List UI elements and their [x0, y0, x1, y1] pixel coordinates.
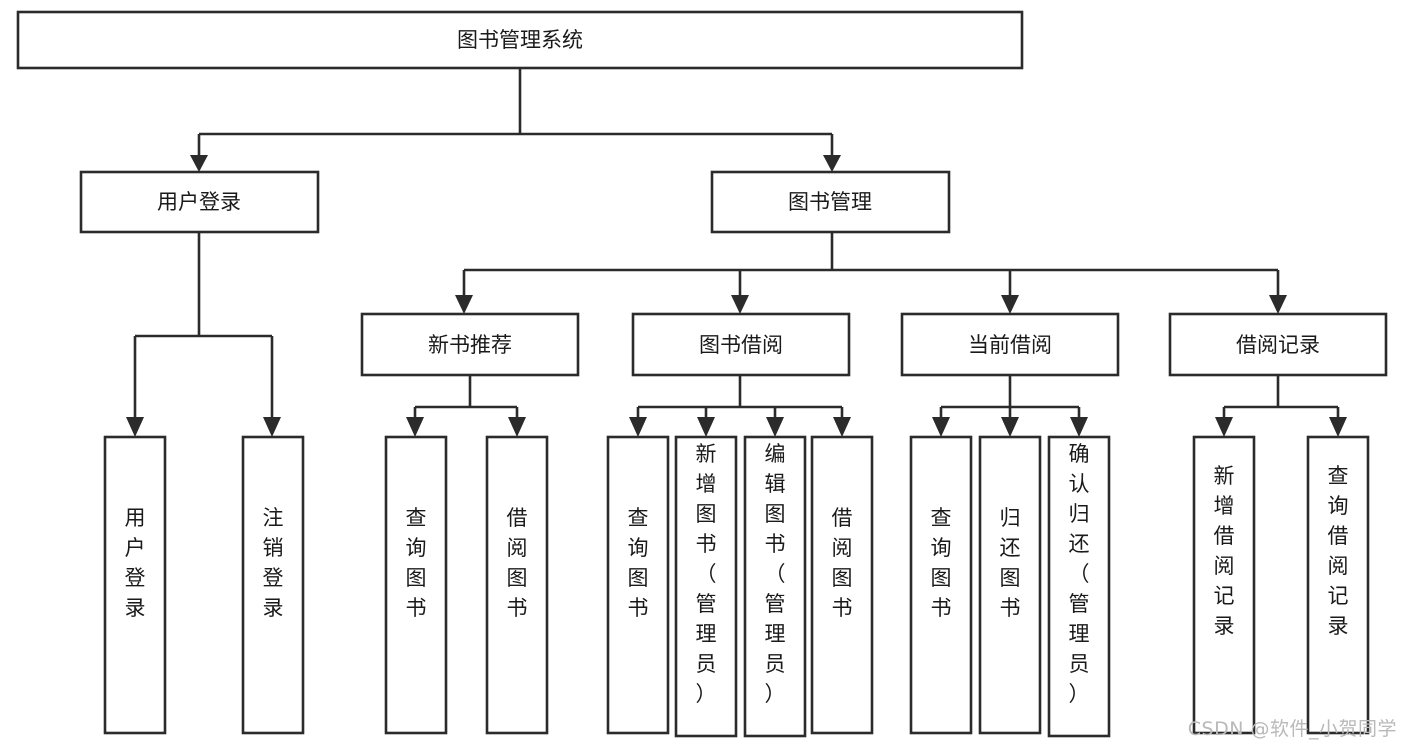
arrow-l1 [126, 417, 144, 437]
node-leaf-newbook-borrow[interactable]: 借阅图书 [485, 435, 549, 735]
arrow-borrow [731, 295, 749, 314]
node-leaf-borrow-query-label: 查询图书 [628, 506, 649, 620]
leaf-layer: 用户登录 注销登录 查询图书 借阅图书 查询图书 新增图书（管理员） [103, 435, 1370, 738]
node-leaf-record-add-box[interactable] [1192, 435, 1256, 735]
node-leaf-current-confirm[interactable]: 确认归还（管理员） [1047, 435, 1111, 738]
node-borrow-label: 图书借阅 [699, 333, 783, 357]
node-records[interactable]: 借阅记录 [1168, 312, 1388, 377]
node-login-label: 用户登录 [157, 190, 241, 214]
node-root-box[interactable] [16, 10, 1024, 70]
node-leaf-borrow-take-label: 借阅图书 [832, 506, 853, 620]
arrow-bookmgmt [823, 155, 841, 172]
node-leaf-newbook-borrow-box[interactable] [485, 435, 549, 735]
node-borrow[interactable]: 图书借阅 [631, 312, 851, 377]
arrow-r1 [1215, 417, 1233, 437]
node-login-box[interactable] [79, 170, 320, 234]
node-leaf-current-query-box[interactable] [909, 435, 973, 735]
node-leaf-record-add[interactable]: 新增借阅记录 [1192, 435, 1256, 735]
node-newbook-label: 新书推荐 [428, 333, 512, 357]
node-leaf-current-confirm-box[interactable] [1047, 435, 1111, 738]
node-leaf-logout-box[interactable] [241, 435, 305, 735]
node-leaf-current-return-label: 归还图书 [1000, 506, 1021, 620]
edge-root-to-level2 [190, 68, 841, 172]
node-leaf-borrow-take-box[interactable] [810, 435, 874, 735]
node-leaf-borrow-add-box[interactable] [674, 435, 738, 738]
node-borrow-box[interactable] [631, 312, 851, 377]
edge-bookmgmt-to-level3 [455, 232, 1287, 314]
node-login[interactable]: 用户登录 [79, 170, 320, 234]
edge-layer [126, 68, 1347, 437]
arrow-n1 [406, 417, 424, 437]
arrow-c3 [1070, 417, 1088, 437]
arrow-r2 [1329, 417, 1347, 437]
node-leaf-record-query-box[interactable] [1306, 435, 1370, 735]
node-leaf-borrow-add-label: 新增图书（管理员） [696, 442, 717, 706]
node-leaf-borrow-edit[interactable]: 编辑图书（管理员） [743, 435, 807, 738]
edge-current-to-leaves [932, 375, 1088, 437]
edge-borrow-to-leaves [629, 375, 851, 437]
arrow-newbook [455, 295, 473, 314]
node-leaf-record-add-label: 新增借阅记录 [1214, 464, 1235, 638]
node-leaf-logout-label: 注销登录 [263, 506, 284, 620]
node-leaf-borrow-edit-box[interactable] [743, 435, 807, 738]
node-leaf-logout[interactable]: 注销登录 [241, 435, 305, 735]
node-bookmgmt-label: 图书管理 [788, 190, 872, 214]
node-leaf-borrow-query[interactable]: 查询图书 [606, 435, 670, 735]
node-leaf-borrow-edit-label: 编辑图书（管理员） [765, 442, 786, 706]
node-leaf-user-login-box[interactable] [103, 435, 167, 735]
node-leaf-record-query[interactable]: 查询借阅记录 [1306, 435, 1370, 735]
node-leaf-current-confirm-label: 确认归还（管理员） [1069, 442, 1090, 706]
node-current-label: 当前借阅 [968, 333, 1052, 357]
arrow-b1 [629, 417, 647, 437]
arrow-login [190, 155, 208, 172]
node-leaf-user-login-label: 用户登录 [125, 506, 146, 620]
node-records-box[interactable] [1168, 312, 1388, 377]
node-newbook-box[interactable] [360, 312, 580, 377]
node-root-label: 图书管理系统 [457, 28, 583, 52]
node-leaf-borrow-add[interactable]: 新增图书（管理员） [674, 435, 738, 738]
node-leaf-current-return[interactable]: 归还图书 [978, 435, 1042, 735]
edge-login-to-leaves [126, 232, 281, 437]
node-leaf-user-login[interactable]: 用户登录 [103, 435, 167, 735]
node-leaf-borrow-take[interactable]: 借阅图书 [810, 435, 874, 735]
node-current-box[interactable] [900, 312, 1120, 377]
edge-newbook-to-leaves [406, 375, 526, 437]
edge-records-to-leaves [1215, 375, 1347, 437]
node-leaf-current-return-box[interactable] [978, 435, 1042, 735]
node-root[interactable]: 图书管理系统 [16, 10, 1024, 70]
arrow-n2 [508, 417, 526, 437]
arrow-b2 [697, 417, 715, 437]
arrow-records [1269, 295, 1287, 314]
node-leaf-borrow-query-box[interactable] [606, 435, 670, 735]
node-leaf-record-query-label: 查询借阅记录 [1328, 464, 1349, 638]
node-leaf-newbook-query-box[interactable] [384, 435, 448, 735]
arrow-b3 [766, 417, 784, 437]
arrow-b4 [833, 417, 851, 437]
node-leaf-newbook-query-label: 查询图书 [406, 506, 427, 620]
node-leaf-current-query[interactable]: 查询图书 [909, 435, 973, 735]
arrow-current [1001, 295, 1019, 314]
arrow-c1 [932, 417, 950, 437]
arrow-c2 [1001, 417, 1019, 437]
node-leaf-newbook-borrow-label: 借阅图书 [507, 506, 528, 620]
node-records-label: 借阅记录 [1236, 333, 1320, 357]
node-current[interactable]: 当前借阅 [900, 312, 1120, 377]
node-leaf-current-query-label: 查询图书 [931, 506, 952, 620]
arrow-l2 [263, 417, 281, 437]
node-newbook[interactable]: 新书推荐 [360, 312, 580, 377]
node-bookmgmt[interactable]: 图书管理 [710, 170, 951, 234]
csdn-watermark: CSDN @软件_小贺同学 [1187, 718, 1397, 740]
node-leaf-newbook-query[interactable]: 查询图书 [384, 435, 448, 735]
node-bookmgmt-box[interactable] [710, 170, 951, 234]
